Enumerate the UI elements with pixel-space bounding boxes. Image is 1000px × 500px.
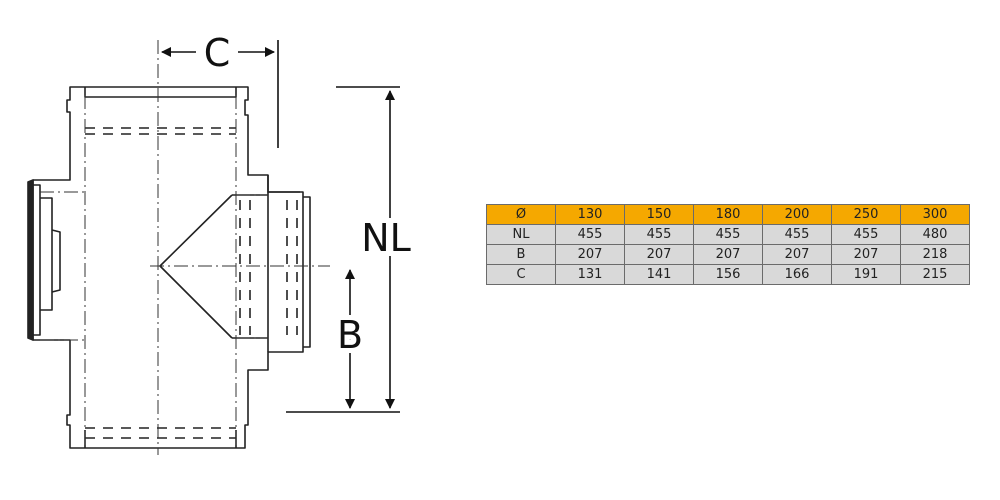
table-row-label: B [486,244,556,265]
table-cell: 455 [624,224,694,245]
table-header-cell: Ø [486,204,556,225]
table-header-cell: 200 [762,204,832,225]
table-cell: 480 [900,224,970,245]
dimension-label-c: C [204,31,231,75]
table-cell: 156 [693,264,763,285]
table-cell: 455 [693,224,763,245]
table-cell: 141 [624,264,694,285]
table-cell: 215 [900,264,970,285]
dimension-table: Ø 130 150 180 200 250 300 NL 455 455 455… [486,204,970,285]
tee-pipe-outline [27,86,311,449]
table-header-cell: 150 [624,204,694,225]
dimension-label-b: B [337,313,363,357]
table-header-row: Ø 130 150 180 200 250 300 [486,204,970,225]
dimension-label-nl: NL [361,216,411,260]
table-header-cell: 180 [693,204,763,225]
table-cell: 207 [624,244,694,265]
dimension-nl [286,86,400,413]
table-header-cell: 130 [555,204,625,225]
table-header-cell: 300 [900,204,970,225]
table-row: C 131 141 156 166 191 215 [486,264,970,285]
table-cell: 207 [762,244,832,265]
table-row: B 207 207 207 207 207 218 [486,244,970,265]
table-cell: 455 [762,224,832,245]
table-cell: 207 [555,244,625,265]
table-row-label: NL [486,224,556,245]
table-cell: 191 [831,264,901,285]
table-cell: 207 [693,244,763,265]
table-cell: 207 [831,244,901,265]
table-cell: 455 [555,224,625,245]
table-cell: 166 [762,264,832,285]
table-row-label: C [486,264,556,285]
table-header-cell: 250 [831,204,901,225]
table-cell: 131 [555,264,625,285]
table-cell: 218 [900,244,970,265]
tee-hidden-lines [85,127,298,439]
table-row: NL 455 455 455 455 455 480 [486,224,970,245]
dimension-c [161,40,279,148]
tee-centre-lines [40,40,330,455]
table-cell: 455 [831,224,901,245]
